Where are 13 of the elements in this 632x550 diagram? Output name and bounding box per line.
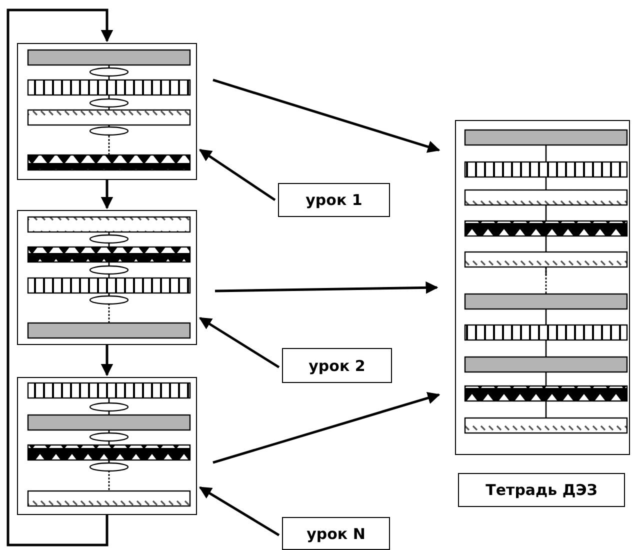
arrow: [212, 392, 440, 464]
arrow: [100, 180, 114, 210]
arrow: [214, 281, 438, 294]
arrow: [198, 486, 280, 536]
lesson-label: урок N: [282, 517, 390, 550]
arrow: [212, 78, 440, 153]
arrow: [198, 316, 280, 368]
arrow: [100, 345, 114, 376]
arrow: [6, 8, 114, 546]
lesson-label: урок 1: [278, 183, 390, 217]
notebook-label: Тетрадь ДЭЗ: [458, 473, 625, 507]
lesson-label: урок 2: [282, 348, 392, 383]
arrow: [198, 148, 276, 202]
